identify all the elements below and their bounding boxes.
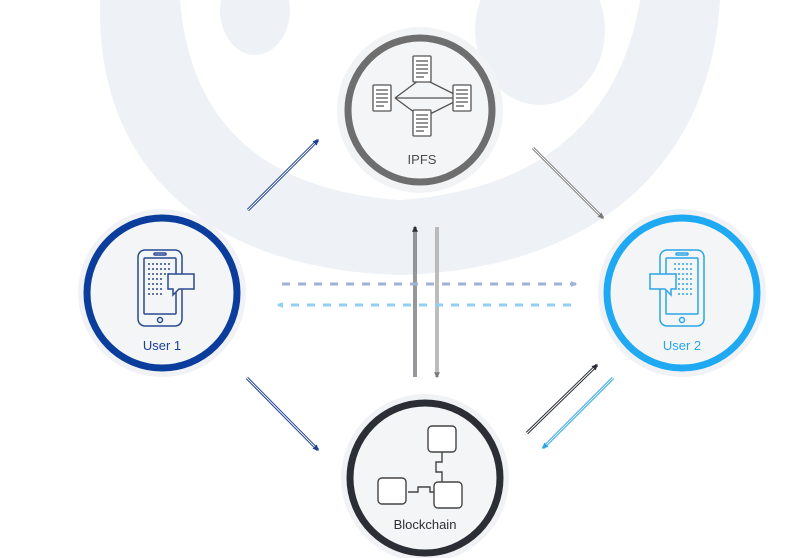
user1-label: User 1 xyxy=(142,338,182,353)
user2-smartphone-icon xyxy=(649,249,705,327)
arrow-user1-to-blockchain xyxy=(245,376,320,452)
arrow-ipfs-to-user2 xyxy=(531,146,605,220)
user1-smartphone-icon xyxy=(137,249,195,327)
arrow-blockchain-to-user2 xyxy=(525,363,599,435)
ipfs-network-icon xyxy=(372,55,472,137)
ipfs-label: IPFS xyxy=(407,152,437,167)
node-ipfs xyxy=(337,27,503,193)
background-watermark xyxy=(99,0,720,275)
node-user1 xyxy=(78,209,246,377)
user2-label: User 2 xyxy=(662,338,702,353)
arrow-user2-to-blockchain xyxy=(541,376,615,450)
blockchain-label: Blockchain xyxy=(393,517,457,532)
node-blockchain xyxy=(341,394,509,558)
blockchain-blocks-icon xyxy=(377,425,463,509)
arrow-user1-to-ipfs xyxy=(246,138,320,212)
node-user2 xyxy=(598,209,766,377)
